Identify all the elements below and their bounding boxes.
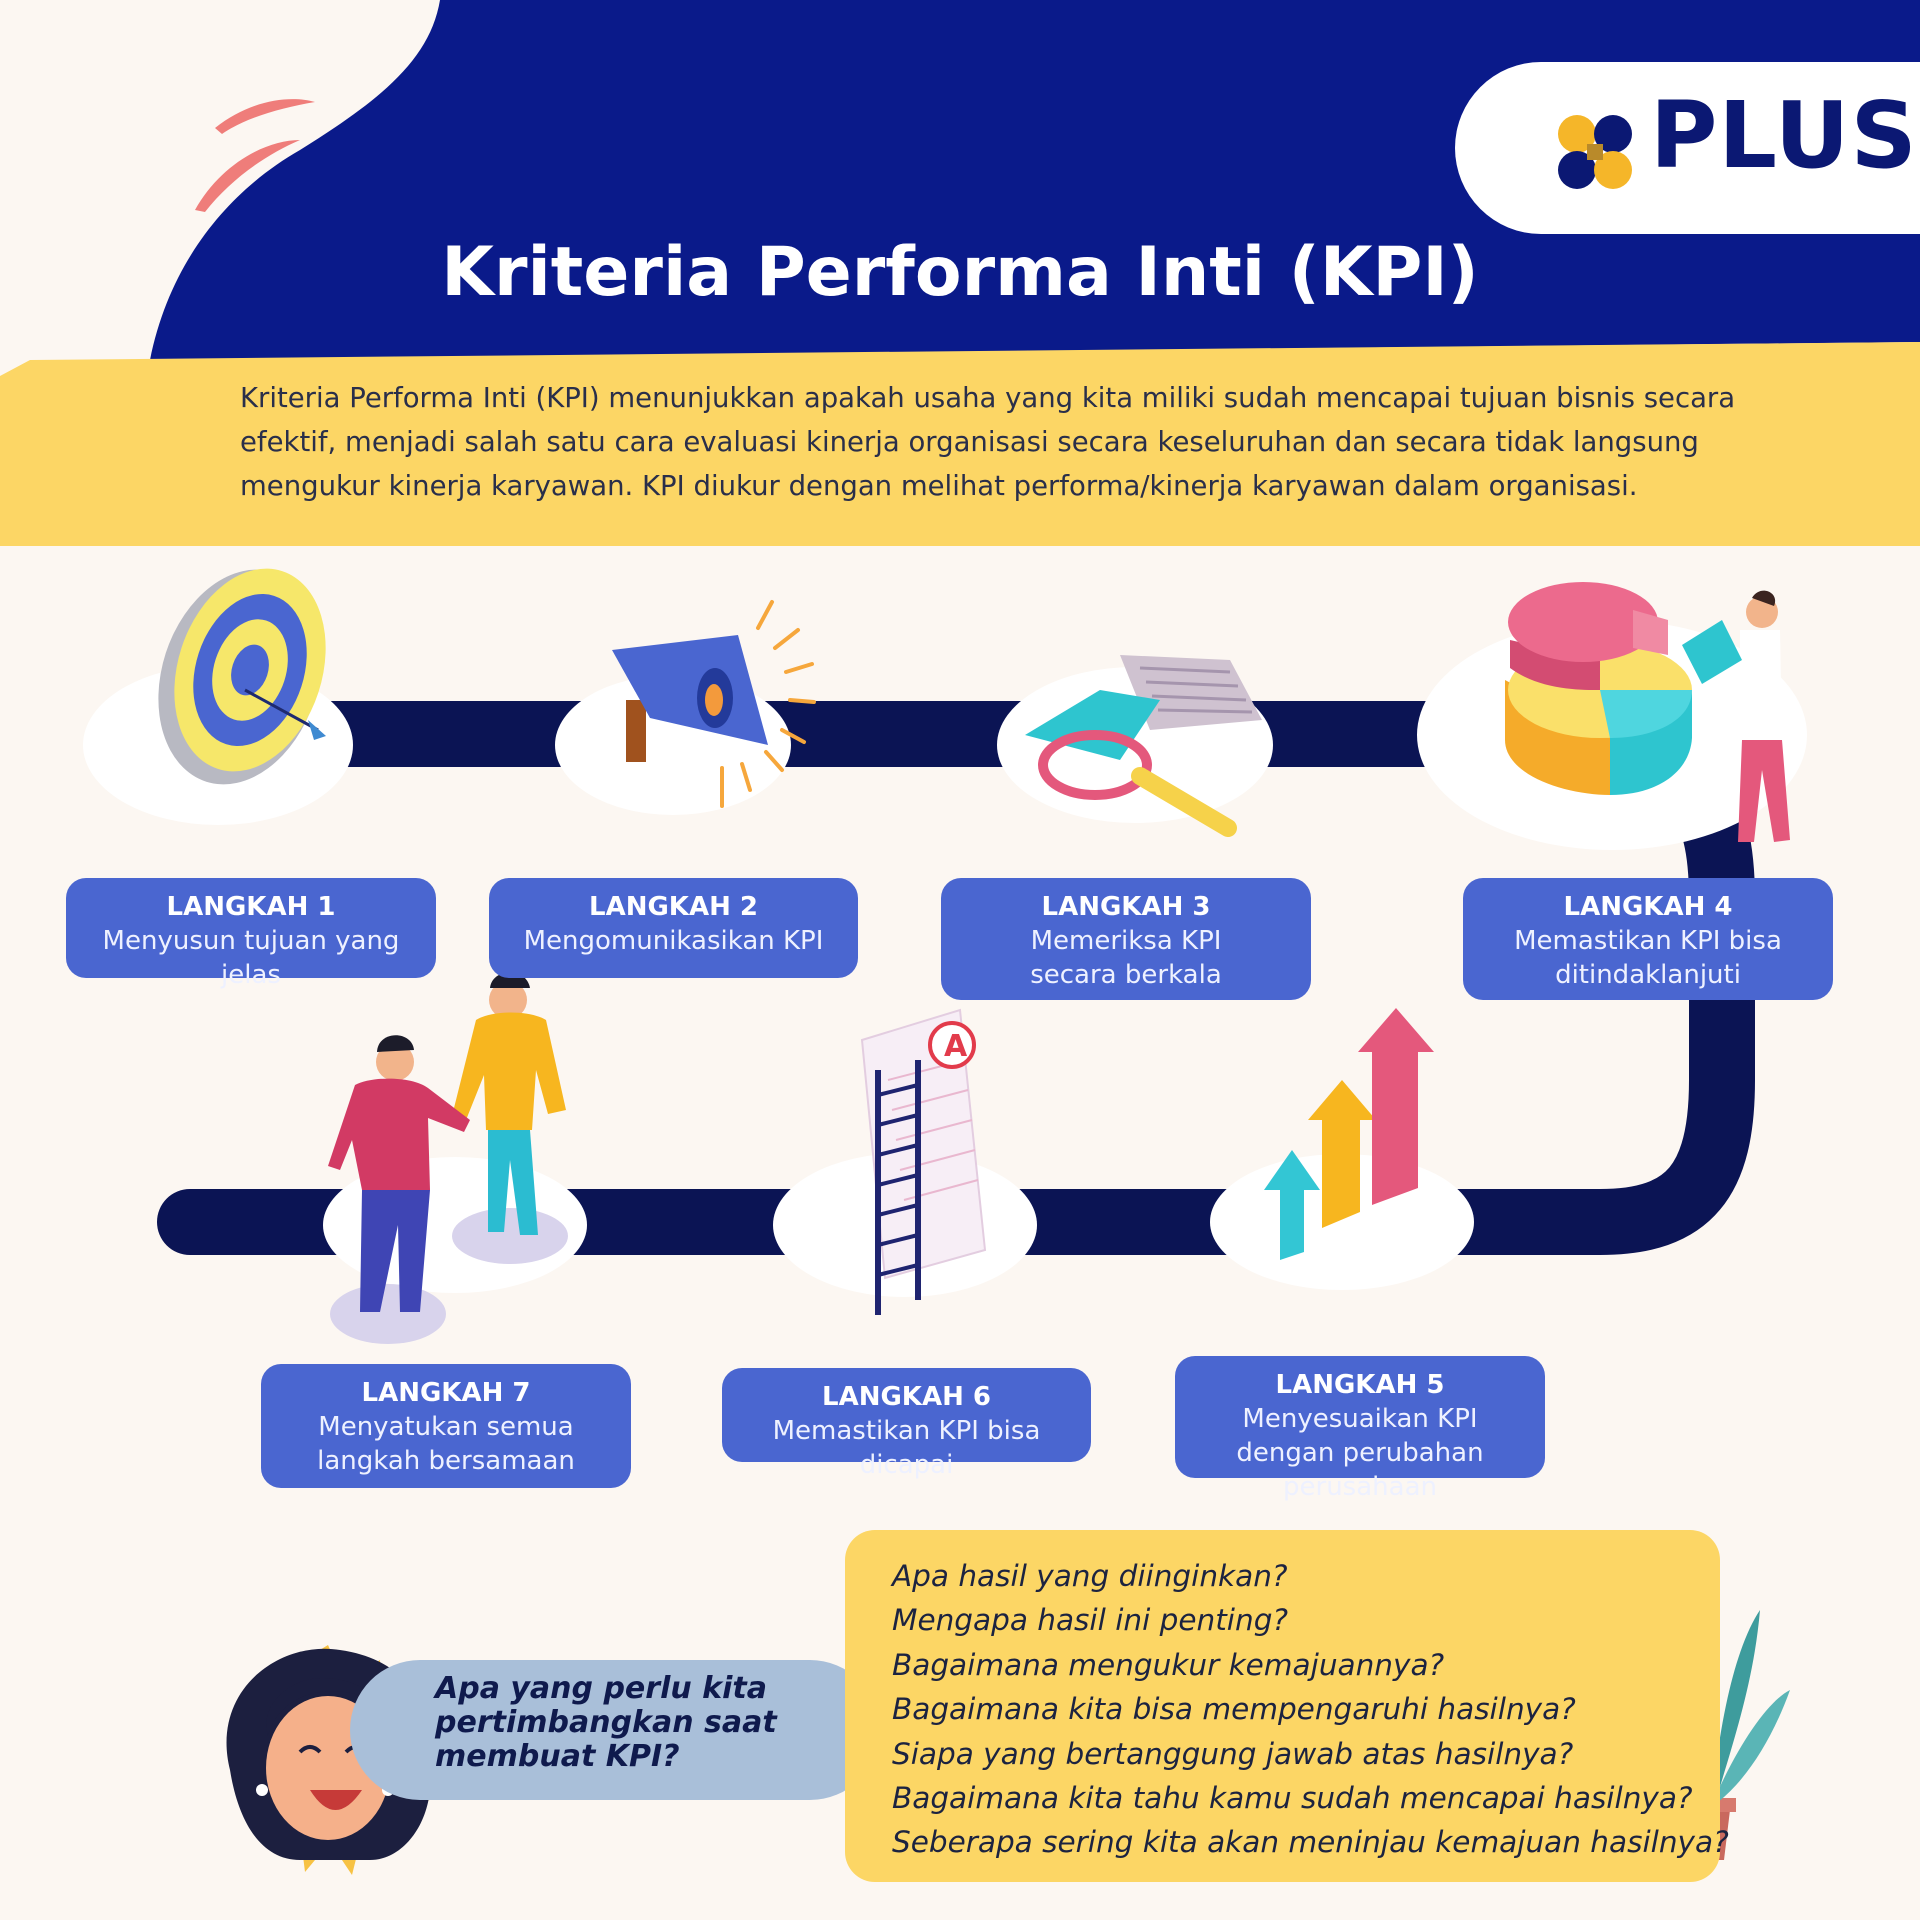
- step-title: LANGKAH 5: [1275, 1370, 1445, 1400]
- svg-text:A: A: [944, 1029, 968, 1064]
- questions-box: [845, 1530, 1720, 1882]
- question-item: Bagaimana kita bisa mempengaruhi hasilny…: [892, 1692, 1576, 1727]
- step-2-card: LANGKAH 2 Mengomunikasikan KPI: [489, 878, 858, 978]
- step-description: Mengomunikasikan KPI: [523, 926, 824, 956]
- step-title: LANGKAH 2: [589, 892, 758, 922]
- step-description: Menyesuaikan KPI dengan perubahan perusa…: [1236, 1404, 1484, 1502]
- logo-mark-icon: [1558, 115, 1632, 189]
- step-title: LANGKAH 6: [822, 1382, 991, 1412]
- step-5-card: LANGKAH 5 Menyesuaikan KPI dengan peruba…: [1175, 1356, 1545, 1502]
- decorative-swoosh-icon: [195, 140, 300, 212]
- step-description: Memastikan KPI bisa dicapai: [772, 1416, 1041, 1480]
- step-description: Menyatukan semua langkah bersamaan: [317, 1412, 575, 1476]
- step-description: Memastikan KPI bisa ditindaklanjuti: [1514, 926, 1782, 990]
- question-item: Apa hasil yang diinginkan?: [892, 1559, 1288, 1593]
- question-item: Seberapa sering kita akan meninjau kemaj…: [892, 1825, 1729, 1860]
- ladder-grade-icon: A: [860, 1008, 987, 1315]
- question-item: Bagaimana kita tahu kamu sudah mencapai …: [892, 1781, 1693, 1816]
- intro-line: Kriteria Performa Inti (KPI) menunjukkan…: [240, 382, 1736, 414]
- pie-chart-person-icon: [1505, 582, 1790, 842]
- intro-paragraph: Kriteria Performa Inti (KPI) menunjukkan…: [240, 376, 1740, 508]
- prompt-line: Apa yang perlu kita: [435, 1671, 767, 1706]
- question-item: Bagaimana mengukur kemajuannya?: [892, 1647, 1445, 1682]
- page-title: Kriteria Performa Inti (KPI): [441, 233, 1479, 312]
- logo-container: PLUS: [1455, 62, 1920, 234]
- question-item: Mengapa hasil ini penting?: [892, 1603, 1289, 1638]
- step-description: Menyusun tujuan yang jelas: [102, 926, 400, 990]
- intro-line: mengukur kinerja karyawan. KPI diukur de…: [240, 470, 1638, 502]
- prompt-bubble: [350, 1660, 880, 1800]
- target-icon: [158, 568, 326, 785]
- decorative-swoosh-icon: [215, 99, 315, 134]
- intro-yellow-band: [0, 342, 1920, 546]
- megaphone-icon: [612, 600, 816, 808]
- magnifier-document-icon: [1025, 655, 1262, 837]
- step-6-card: LANGKAH 6 Memastikan KPI bisa dicapai: [722, 1368, 1091, 1480]
- question-item: Siapa yang bertanggung jawab atas hasiln…: [892, 1736, 1574, 1771]
- step-title: LANGKAH 3: [1041, 892, 1211, 922]
- step-title: LANGKAH 7: [361, 1378, 531, 1408]
- questions-list: Apa hasil yang diinginkan? Mengapa hasil…: [892, 1554, 1729, 1865]
- step-7-card: LANGKAH 7 Menyatukan semua langkah bersa…: [261, 1364, 631, 1488]
- prompt-line: membuat KPI?: [435, 1739, 680, 1774]
- step-3-card: LANGKAH 3 Memeriksa KPI secara berkala: [941, 878, 1311, 1000]
- step-1-card: LANGKAH 1 Menyusun tujuan yang jelas: [66, 878, 436, 990]
- step-title: LANGKAH 4: [1563, 892, 1733, 922]
- prompt-text: Apa yang perlu kita pertimbangkan saat m…: [435, 1672, 855, 1774]
- prompt-line: pertimbangkan saat: [435, 1705, 777, 1740]
- step-description: Memeriksa KPI secara berkala: [1030, 926, 1222, 990]
- intro-line: efektif, menjadi salah satu cara evaluas…: [240, 426, 1699, 458]
- brand-name: PLUS: [1650, 82, 1918, 189]
- growth-arrows-icon: [1264, 1008, 1434, 1260]
- handshake-people-icon: [328, 972, 568, 1344]
- step-title: LANGKAH 1: [166, 892, 336, 922]
- step-4-card: LANGKAH 4 Memastikan KPI bisa ditindakla…: [1463, 878, 1833, 1000]
